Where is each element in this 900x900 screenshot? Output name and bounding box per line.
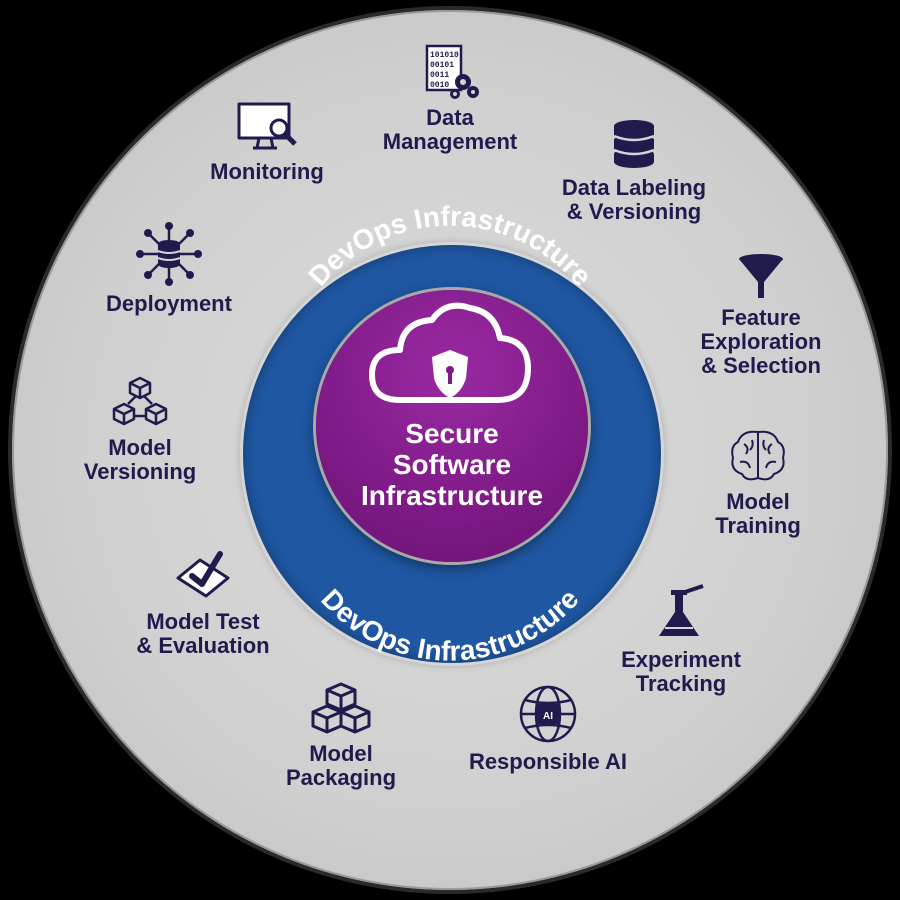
stage-responsible-ai: AI Responsible AI [450, 684, 646, 774]
database-network-icon [136, 222, 202, 286]
svg-text:101010: 101010 [430, 51, 459, 60]
monitor-search-icon [237, 102, 297, 150]
funnel-icon [739, 254, 783, 298]
flask-icon [659, 584, 704, 636]
binary-gears-icon: 101010 00101 0011 0010 [425, 44, 479, 99]
stage-experiment-tracking: Experiment Tracking [598, 584, 764, 696]
stage-label: Model Training [715, 489, 801, 538]
ai-globe-icon: AI [519, 685, 577, 743]
svg-text:AI: AI [543, 711, 553, 722]
stage-feature-exploration: Feature Exploration & Selection [676, 252, 846, 378]
stage-label: Model Versioning [83, 435, 197, 484]
database-icon [613, 120, 655, 168]
stage-deployment: Deployment [86, 222, 252, 316]
stage-model-versioning: Model Versioning [58, 376, 222, 484]
brain-icon [731, 430, 785, 481]
svg-text:00101: 00101 [430, 61, 454, 70]
ring-bottom-label: DevOps Infrastructure [315, 583, 584, 667]
stage-model-packaging: Model Packaging [262, 680, 420, 790]
stage-label: Deployment [106, 291, 232, 316]
cube-network-icon [112, 376, 168, 426]
svg-text:0011: 0011 [430, 71, 449, 80]
stage-label: Feature Exploration & Selection [700, 305, 822, 378]
cubes-icon [311, 682, 371, 734]
stage-label: Monitoring [210, 159, 324, 184]
stage-label: Data Management [382, 105, 518, 154]
stage-monitoring: Monitoring [188, 100, 346, 184]
stage-label: Experiment Tracking [621, 647, 741, 696]
svg-text:0010: 0010 [430, 81, 449, 90]
stage-label: Responsible AI [468, 749, 628, 774]
stage-label: Model Test & Evaluation [136, 609, 270, 658]
stage-model-training: Model Training [688, 426, 828, 538]
core-title: Secure Software Infrastructure [360, 418, 544, 511]
stage-data-management: 101010 00101 0011 0010 Data Management [360, 44, 540, 154]
checklist-icon [176, 551, 230, 598]
stage-label: Data Labeling & Versioning [561, 175, 707, 224]
stage-label: Model Packaging [285, 741, 397, 790]
cloud-lock-icon [369, 302, 531, 403]
stage-data-labeling: Data Labeling & Versioning [544, 118, 724, 224]
stage-model-test: Model Test & Evaluation [118, 548, 288, 658]
secure-core [316, 290, 588, 562]
